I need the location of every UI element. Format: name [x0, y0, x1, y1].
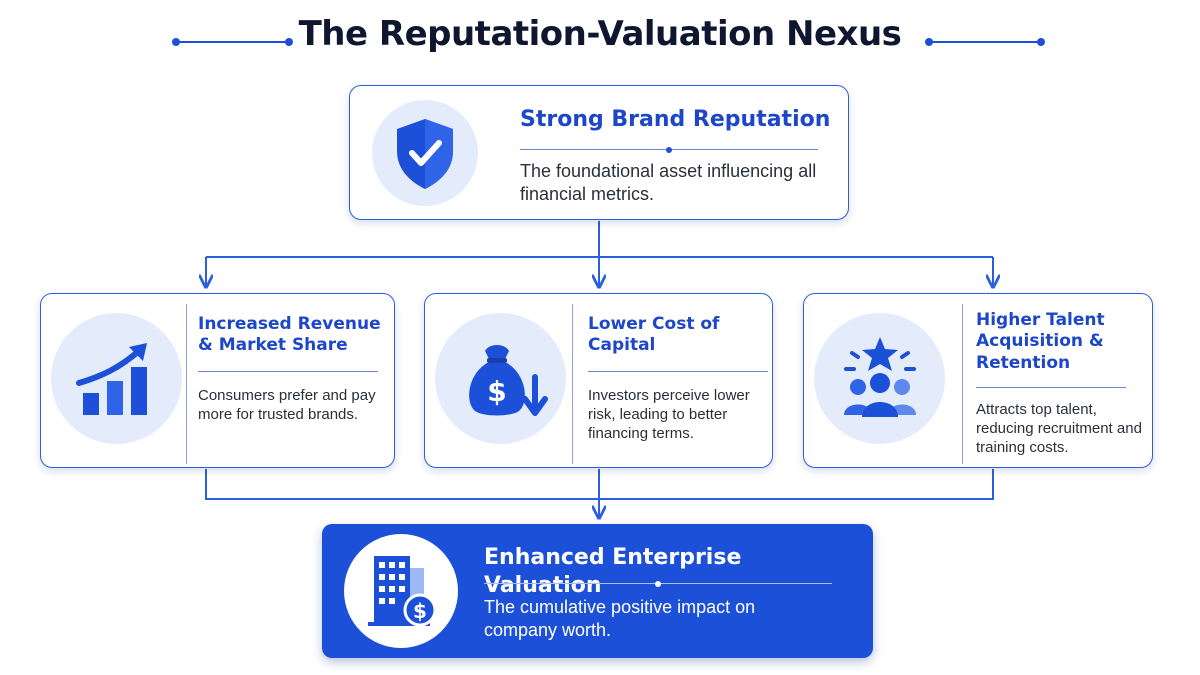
- title-decoration-right: [925, 38, 1045, 46]
- talent-card: Higher Talent Acquisition & Retention At…: [803, 293, 1153, 468]
- enterprise-valuation-description: The cumulative positive impact on compan…: [484, 597, 756, 640]
- divider: [520, 146, 818, 153]
- svg-text:$: $: [487, 375, 506, 408]
- brand-reputation-description: The foundational asset influencing all f…: [520, 161, 817, 204]
- revenue-heading: Increased Revenue & Market Share: [198, 314, 381, 356]
- revenue-description: Consumers prefer and pay more for truste…: [198, 387, 376, 423]
- building-dollar-icon: $: [344, 534, 458, 648]
- revenue-card: Increased Revenue & Market Share Consume…: [40, 293, 395, 468]
- talent-heading: Higher Talent Acquisition & Retention: [976, 310, 1105, 373]
- cost-of-capital-card: $ Lower Cost of Capital Investors percei…: [424, 293, 773, 468]
- brand-reputation-heading: Strong Brand Reputation: [520, 107, 831, 132]
- shield-check-icon: [372, 100, 478, 206]
- divider: [198, 371, 378, 372]
- talent-description: Attracts top talent, reducing recruitmen…: [976, 401, 1142, 456]
- enterprise-valuation-heading: Enhanced Enterprise Valuation: [484, 545, 742, 598]
- title-decoration-left: [172, 38, 293, 46]
- diagram-title: The Reputation-Valuation Nexus: [298, 14, 902, 54]
- divider: [976, 387, 1126, 388]
- cost-of-capital-description: Investors perceive lower risk, leading t…: [588, 387, 750, 442]
- separator: [186, 304, 187, 464]
- brand-reputation-card: Strong Brand Reputation The foundational…: [349, 85, 849, 220]
- cost-of-capital-heading: Lower Cost of Capital: [588, 314, 720, 356]
- divider: [484, 580, 832, 587]
- enterprise-valuation-card: $ Enhanced Enterprise Valuation The cumu…: [322, 524, 873, 658]
- star-team-icon: [814, 313, 945, 444]
- svg-text:$: $: [413, 599, 427, 623]
- growth-chart-icon: [51, 313, 182, 444]
- separator: [962, 304, 963, 464]
- money-bag-down-icon: $: [435, 313, 566, 444]
- separator: [572, 304, 573, 464]
- divider: [588, 371, 768, 372]
